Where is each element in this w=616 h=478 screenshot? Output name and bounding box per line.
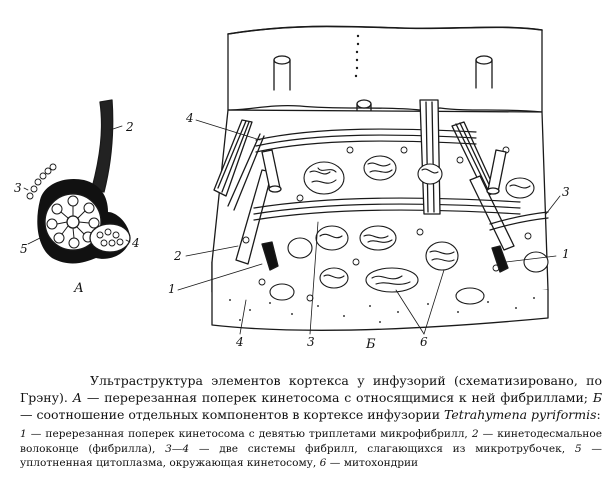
caption-title-part3: — соотношение отдельных компонентов в ко… [20,407,444,422]
fig-b-callout-3-bottom: 3 [307,335,315,349]
fig-a-callout-3: 3 [14,181,22,195]
fig-b-callout-2: 2 [174,249,182,263]
legend-num-2: 2 [471,428,479,440]
figure-a-drawing [23,99,131,264]
legend-num-6: 6 [319,457,327,469]
fig-b-callout-1-right: 1 [562,247,570,261]
fig-a-label: А [74,281,84,296]
figure-caption: Ультраструктура элементов кортекса у инф… [20,372,602,471]
legend-num-3-4: 3—4 [165,442,190,455]
legend-text-3-4: — две системы фибрилл, слагающихся из ми… [189,442,575,455]
caption-title-part1: Ультраструктура элементов кортекса у инф… [20,373,602,405]
caption-a-letter: А [72,390,83,405]
fig-a-callout-5: 5 [20,242,28,256]
fig-b-label: Б [366,337,376,352]
figure-b-drawing [177,25,561,335]
cortex-diagram [23,25,561,335]
fig-a-callout-4: 4 [132,236,140,250]
legend-text-1: — перерезанная поперек кинетосома с девя… [26,428,472,440]
legend-text-2: — кинетодесмальное волоконце (фибрилла), [20,428,602,455]
legend-text-6: — митохондрии [326,457,419,469]
caption-species: Tetrahymena pyriformis [444,407,597,422]
caption-title-part2: — перерезанная поперек кинетосома с отно… [82,390,593,405]
caption-b-letter: Б [592,390,602,405]
fig-b-callout-3-right: 3 [562,185,570,199]
legend-num-1: 1 [20,428,27,440]
caption-title-end: : [596,407,601,422]
caption-legend: 1 — перерезанная поперек кинетосома с де… [20,427,602,471]
fig-b-callout-4-top: 4 [186,111,194,125]
legend-num-5: 5 [574,442,582,455]
fig-b-callout-4-bottom: 4 [236,335,244,349]
fig-b-callout-6: 6 [420,335,428,349]
fig-b-callout-1-left: 1 [168,282,176,296]
legend-text-5: — уплотненная цитоплазма, окружающая кин… [20,442,602,470]
fig-a-callout-2: 2 [126,120,134,134]
caption-title: Ультраструктура элементов кортекса у инф… [20,372,602,423]
